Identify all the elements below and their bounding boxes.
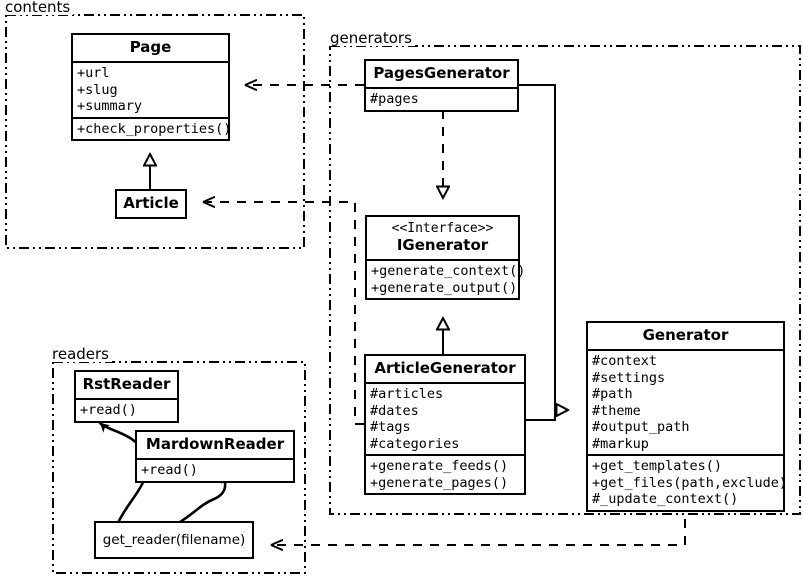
attribute-articles: #articles <box>370 386 444 402</box>
attribute-dates: #dates <box>370 402 419 419</box>
class-box-rstreader[interactable]: RstReader +read() <box>74 370 179 423</box>
rel-articlegenerator-to-article <box>203 202 364 425</box>
class-name-article: Article <box>123 194 179 212</box>
class-box-mardownreader[interactable]: MardownReader +read() <box>135 430 295 483</box>
package-label-readers: readers <box>51 346 112 362</box>
operation-generate-context: +generate_context() <box>371 263 526 279</box>
class-attributes-pagesgenerator: #pages <box>366 87 517 110</box>
attribute-slug: +slug <box>77 81 118 98</box>
function-box-get-reader[interactable]: get_reader(filename) <box>94 521 254 559</box>
class-attributes-articlegenerator: #articles #dates #tags #categories <box>366 382 524 454</box>
package-contents-border <box>5 14 305 249</box>
rel-articlegenerator-to-generator <box>526 410 556 421</box>
class-attributes-page: +url +slug +summary <box>73 61 228 117</box>
attribute-path: #path <box>592 386 633 402</box>
class-box-generator[interactable]: Generator #context #settings #path #them… <box>586 321 788 512</box>
operation-check-properties: +check_properties() <box>77 120 232 137</box>
class-operations-mardownreader: +read() <box>137 458 293 481</box>
class-box-article[interactable]: Article <box>115 189 187 219</box>
attribute-pages: #pages <box>370 91 419 107</box>
class-operations-generator: +get_templates() +get_files(path,exclude… <box>588 454 788 510</box>
function-label-get-reader: get_reader(filename) <box>102 532 246 548</box>
attribute-summary: +summary <box>77 98 143 114</box>
operation-generate-pages: +generate_pages() <box>370 474 509 491</box>
class-operations-igenerator: +generate_context() +generate_output() <box>367 259 526 298</box>
rel-pagesgenerator-to-generator <box>519 84 568 410</box>
package-label-generators: generators <box>329 30 415 46</box>
class-name-page: Page <box>129 38 172 56</box>
class-name-pagesgenerator: PagesGenerator <box>373 64 510 82</box>
attribute-output-path: #output_path <box>592 419 690 435</box>
class-operations-page: +check_properties() <box>73 116 232 140</box>
class-name-generator: Generator <box>642 326 729 344</box>
operation-generate-feeds: +generate_feeds() <box>370 458 509 474</box>
class-box-igenerator[interactable]: <<Interface>> IGenerator +generate_conte… <box>365 215 526 300</box>
attribute-theme: #theme <box>592 402 641 419</box>
package-label-contents: contents <box>4 0 74 15</box>
attribute-markup: #markup <box>592 435 649 452</box>
class-box-page[interactable]: Page +url +slug +summary +check_properti… <box>71 33 232 141</box>
attribute-settings: #settings <box>592 369 666 386</box>
class-operations-articlegenerator: +generate_feeds() +generate_pages() <box>366 454 524 493</box>
rel-generator-to-getreader <box>271 502 686 545</box>
class-name-igenerator: <<Interface>> IGenerator <box>367 217 518 259</box>
class-name-rstreader: RstReader <box>82 375 171 393</box>
attribute-url: +url <box>77 65 110 81</box>
package-generators-border <box>329 45 801 515</box>
operation-get-templates: +get_templates() <box>592 458 723 474</box>
operation-read-markdown: +read() <box>141 462 198 478</box>
class-name-igenerator-text: IGenerator <box>396 236 489 254</box>
class-name-articlegenerator: ArticleGenerator <box>374 359 516 377</box>
class-attributes-generator: #context #settings #path #theme #output_… <box>588 349 783 454</box>
attribute-categories: #categories <box>370 435 460 452</box>
operation-generate-output: +generate_output() <box>371 279 518 296</box>
attribute-context: #context <box>592 353 658 369</box>
class-box-pagesgenerator[interactable]: PagesGenerator #pages <box>364 59 519 112</box>
class-box-articlegenerator[interactable]: ArticleGenerator #articles #dates #tags … <box>364 354 526 495</box>
package-readers-border <box>52 361 306 574</box>
class-name-mardownreader: MardownReader <box>145 435 285 453</box>
operation-get-files: +get_files(path,exclude) <box>592 474 788 491</box>
operation-update-context: #_update_context() <box>592 491 739 507</box>
class-operations-rstreader: +read() <box>76 398 177 421</box>
attribute-tags: #tags <box>370 419 411 435</box>
stereotype-interface: <<Interface>> <box>391 221 494 236</box>
operation-read-rst: +read() <box>80 402 137 418</box>
